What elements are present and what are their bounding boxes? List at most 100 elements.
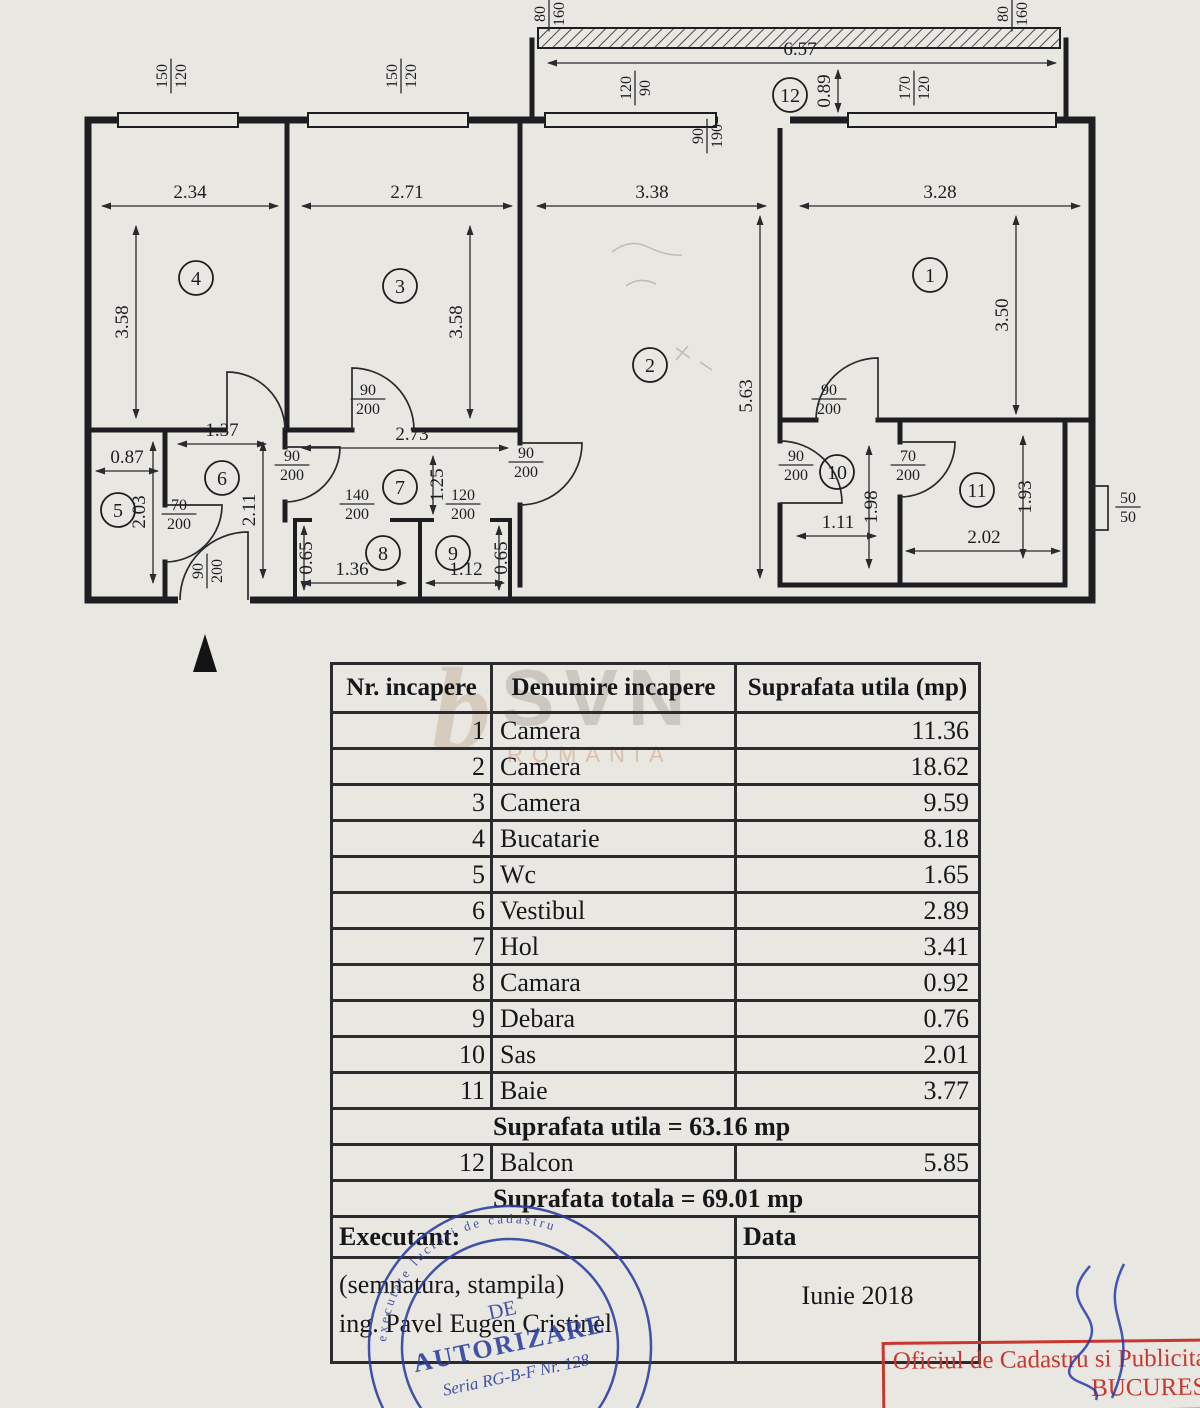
windows	[117, 111, 1057, 609]
svg-text:200: 200	[345, 506, 369, 523]
room-number-cell: 12	[330, 1143, 493, 1182]
dimension-label: 2.73	[395, 424, 428, 445]
dimension-label: 1.12	[449, 559, 482, 580]
dimension-label: 5.63	[736, 379, 757, 412]
svg-text:120: 120	[451, 487, 475, 504]
dimension-label: 0.87	[110, 447, 143, 468]
svg-text:80: 80	[532, 6, 549, 22]
svg-text:200: 200	[356, 401, 380, 418]
svg-text:120: 120	[916, 76, 933, 100]
total-text: Suprafata totala = 69.01 mp	[330, 1179, 981, 1218]
room-number-circle	[819, 454, 855, 490]
door-entrance	[179, 531, 249, 601]
room-number-label: 6	[217, 468, 227, 490]
room-name-cell: Debara	[490, 999, 737, 1038]
svg-text:90: 90	[518, 445, 534, 462]
svg-text:90: 90	[190, 563, 207, 579]
dimension-label: 1.36	[335, 559, 368, 580]
dimension-label: 0.65	[296, 541, 317, 574]
door-room3	[351, 367, 415, 431]
pencil-mark	[675, 345, 713, 371]
signature-row: (semnatura, stampila) ing. Pavel Eugen C…	[330, 1256, 981, 1364]
header-room-number: Nr. incapere	[330, 662, 493, 714]
dimension-label: 0.89	[814, 74, 835, 107]
room-number-circle	[435, 535, 471, 571]
svg-text:70: 70	[900, 448, 916, 465]
balcony-row: 12 Balcon 5.85	[330, 1143, 981, 1182]
dimension-label: 6.57	[783, 39, 816, 60]
room-number-cell: 4	[330, 819, 493, 858]
pencil-marks	[611, 242, 713, 371]
room-number-circle	[959, 472, 995, 508]
svg-text:200: 200	[167, 516, 191, 533]
room-name-cell: Camera	[490, 711, 737, 750]
svg-text:150: 150	[154, 64, 171, 88]
room-name-cell: Hol	[490, 927, 737, 966]
room-number-label: 7	[395, 477, 405, 499]
svg-text:80: 80	[995, 6, 1012, 22]
dimension-label: 0.65	[491, 541, 512, 574]
room-number-circle	[204, 460, 240, 496]
dimension-label: 1.93	[1015, 480, 1036, 513]
room-name-cell: Camara	[490, 963, 737, 1002]
svg-text:120: 120	[173, 64, 190, 88]
north-arrow-icon	[193, 634, 217, 672]
room-number-cell: 5	[330, 855, 493, 894]
dimension-label: 2.11	[239, 494, 260, 527]
room-number-circle	[382, 268, 418, 304]
room-number-circle	[100, 492, 136, 528]
date-value: Iunie 2018	[734, 1256, 981, 1364]
svg-text:50: 50	[1120, 490, 1136, 507]
svg-text:50: 50	[1120, 509, 1136, 526]
total-row: Suprafata totala = 69.01 mp	[330, 1179, 981, 1218]
svg-text:90: 90	[637, 80, 654, 96]
room-name-cell: Wc	[490, 855, 737, 894]
executant-label: Executant:	[330, 1215, 737, 1259]
door-room2-sas	[779, 440, 843, 504]
signature-stroke	[1068, 1265, 1098, 1401]
svg-text:90: 90	[788, 448, 804, 465]
stamp-outer-circle	[367, 1204, 653, 1408]
svg-text:90: 90	[360, 382, 376, 399]
table-header: Nr. incapere Denumire incapere Suprafata…	[330, 662, 981, 714]
svg-text:140: 140	[345, 487, 369, 504]
date-label: Data	[734, 1215, 981, 1259]
svg-text:200: 200	[209, 559, 226, 583]
signature-line1: (semnatura, stampila)	[339, 1270, 565, 1299]
svg-text:90: 90	[821, 382, 837, 399]
dimension-label: 1.98	[861, 490, 882, 523]
shaft-outline	[1092, 485, 1109, 531]
door-room2	[519, 442, 583, 506]
room-number-label: 10	[827, 462, 847, 484]
room-area-cell: 5.85	[734, 1143, 981, 1182]
room-number-label: 11	[967, 480, 986, 502]
room-number-cell: 9	[330, 999, 493, 1038]
room-number-cell: 1	[330, 711, 493, 750]
svg-text:200: 200	[817, 401, 841, 418]
room-number-cell: 7	[330, 927, 493, 966]
room-name-cell: Camera	[490, 747, 737, 786]
room-number-label: 3	[395, 276, 405, 298]
door-room4	[226, 371, 286, 431]
svg-text:200: 200	[280, 467, 304, 484]
room-number-label: 4	[191, 268, 201, 290]
room-number-cell: 6	[330, 891, 493, 930]
svg-text:200: 200	[514, 464, 538, 481]
window-room4	[117, 112, 239, 128]
